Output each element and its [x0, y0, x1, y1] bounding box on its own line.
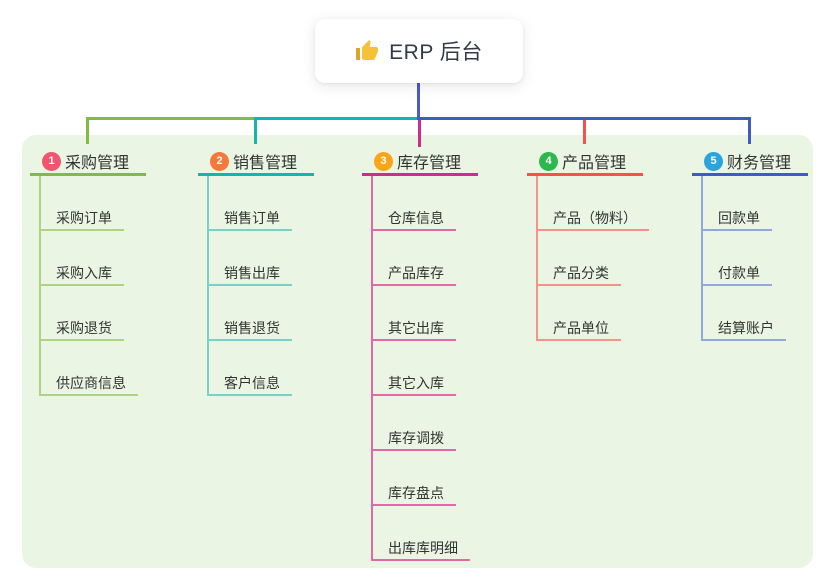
child-underline — [371, 284, 456, 286]
child-underline — [371, 504, 456, 506]
branch-child-rail — [701, 176, 703, 341]
child-node[interactable]: 采购订单 — [56, 210, 112, 226]
child-underline — [207, 394, 292, 396]
branch-underline — [198, 173, 314, 176]
child-node[interactable]: 仓库信息 — [388, 210, 444, 226]
child-node[interactable]: 其它入库 — [388, 375, 444, 391]
child-node[interactable]: 采购退货 — [56, 320, 112, 336]
child-underline — [701, 284, 772, 286]
branches-panel — [22, 135, 813, 568]
child-underline — [207, 339, 292, 341]
branch-label[interactable]: 库存管理 — [397, 155, 462, 172]
branch-child-rail — [536, 176, 538, 341]
child-underline — [371, 449, 456, 451]
child-underline — [39, 284, 124, 286]
branch-child-rail — [371, 176, 373, 561]
child-node[interactable]: 销售订单 — [224, 210, 280, 226]
branch-underline — [362, 173, 478, 176]
branch-horizontal-line — [254, 117, 420, 120]
child-underline — [39, 394, 138, 396]
child-underline — [371, 229, 456, 231]
child-underline — [39, 229, 124, 231]
branch-horizontal-line — [86, 117, 257, 120]
child-underline — [701, 339, 786, 341]
branch-drop-line — [748, 117, 751, 144]
root-node[interactable]: ERP 后台 — [315, 19, 523, 83]
child-underline — [371, 559, 470, 561]
child-node[interactable]: 付款单 — [718, 265, 760, 281]
branch-underline — [30, 173, 146, 176]
branch-label[interactable]: 财务管理 — [727, 155, 792, 172]
child-underline — [371, 394, 456, 396]
child-node[interactable]: 其它出库 — [388, 320, 444, 336]
child-node[interactable]: 回款单 — [718, 210, 760, 226]
child-underline — [701, 229, 772, 231]
branch-badge: 3 — [374, 152, 393, 171]
branch-label[interactable]: 采购管理 — [65, 155, 130, 172]
child-underline — [536, 229, 649, 231]
branch-horizontal-line — [417, 117, 751, 120]
branch-badge: 2 — [210, 152, 229, 171]
child-underline — [207, 284, 292, 286]
child-node[interactable]: 产品分类 — [553, 265, 609, 281]
branch-drop-line — [86, 117, 89, 144]
branch-drop-line — [583, 117, 586, 144]
branch-label[interactable]: 销售管理 — [233, 155, 298, 172]
branch-drop-line — [418, 120, 421, 147]
child-node[interactable]: 销售出库 — [224, 265, 280, 281]
child-node[interactable]: 销售退货 — [224, 320, 280, 336]
root-connector-line — [417, 83, 420, 120]
child-node[interactable]: 客户信息 — [224, 375, 280, 391]
root-label: ERP 后台 — [389, 41, 483, 64]
branch-badge: 4 — [539, 152, 558, 171]
child-underline — [536, 339, 621, 341]
thumbs-up-icon — [355, 39, 379, 63]
child-node[interactable]: 产品库存 — [388, 265, 444, 281]
branch-underline — [692, 173, 808, 176]
child-node[interactable]: 产品（物料） — [553, 210, 637, 226]
child-node[interactable]: 库存调拨 — [388, 430, 444, 446]
child-node[interactable]: 产品单位 — [553, 320, 609, 336]
child-node[interactable]: 库存盘点 — [388, 485, 444, 501]
child-node[interactable]: 结算账户 — [718, 320, 774, 336]
branch-drop-line — [254, 117, 257, 144]
child-node[interactable]: 采购入库 — [56, 265, 112, 281]
branch-child-rail — [207, 176, 209, 396]
branch-label[interactable]: 产品管理 — [562, 155, 627, 172]
child-underline — [39, 339, 124, 341]
branch-badge: 1 — [42, 152, 61, 171]
child-underline — [371, 339, 456, 341]
branch-child-rail — [39, 176, 41, 396]
branch-badge: 5 — [704, 152, 723, 171]
child-underline — [536, 284, 621, 286]
child-node[interactable]: 供应商信息 — [56, 375, 126, 391]
child-node[interactable]: 出库库明细 — [388, 540, 458, 556]
branch-underline — [527, 173, 643, 176]
child-underline — [207, 229, 292, 231]
